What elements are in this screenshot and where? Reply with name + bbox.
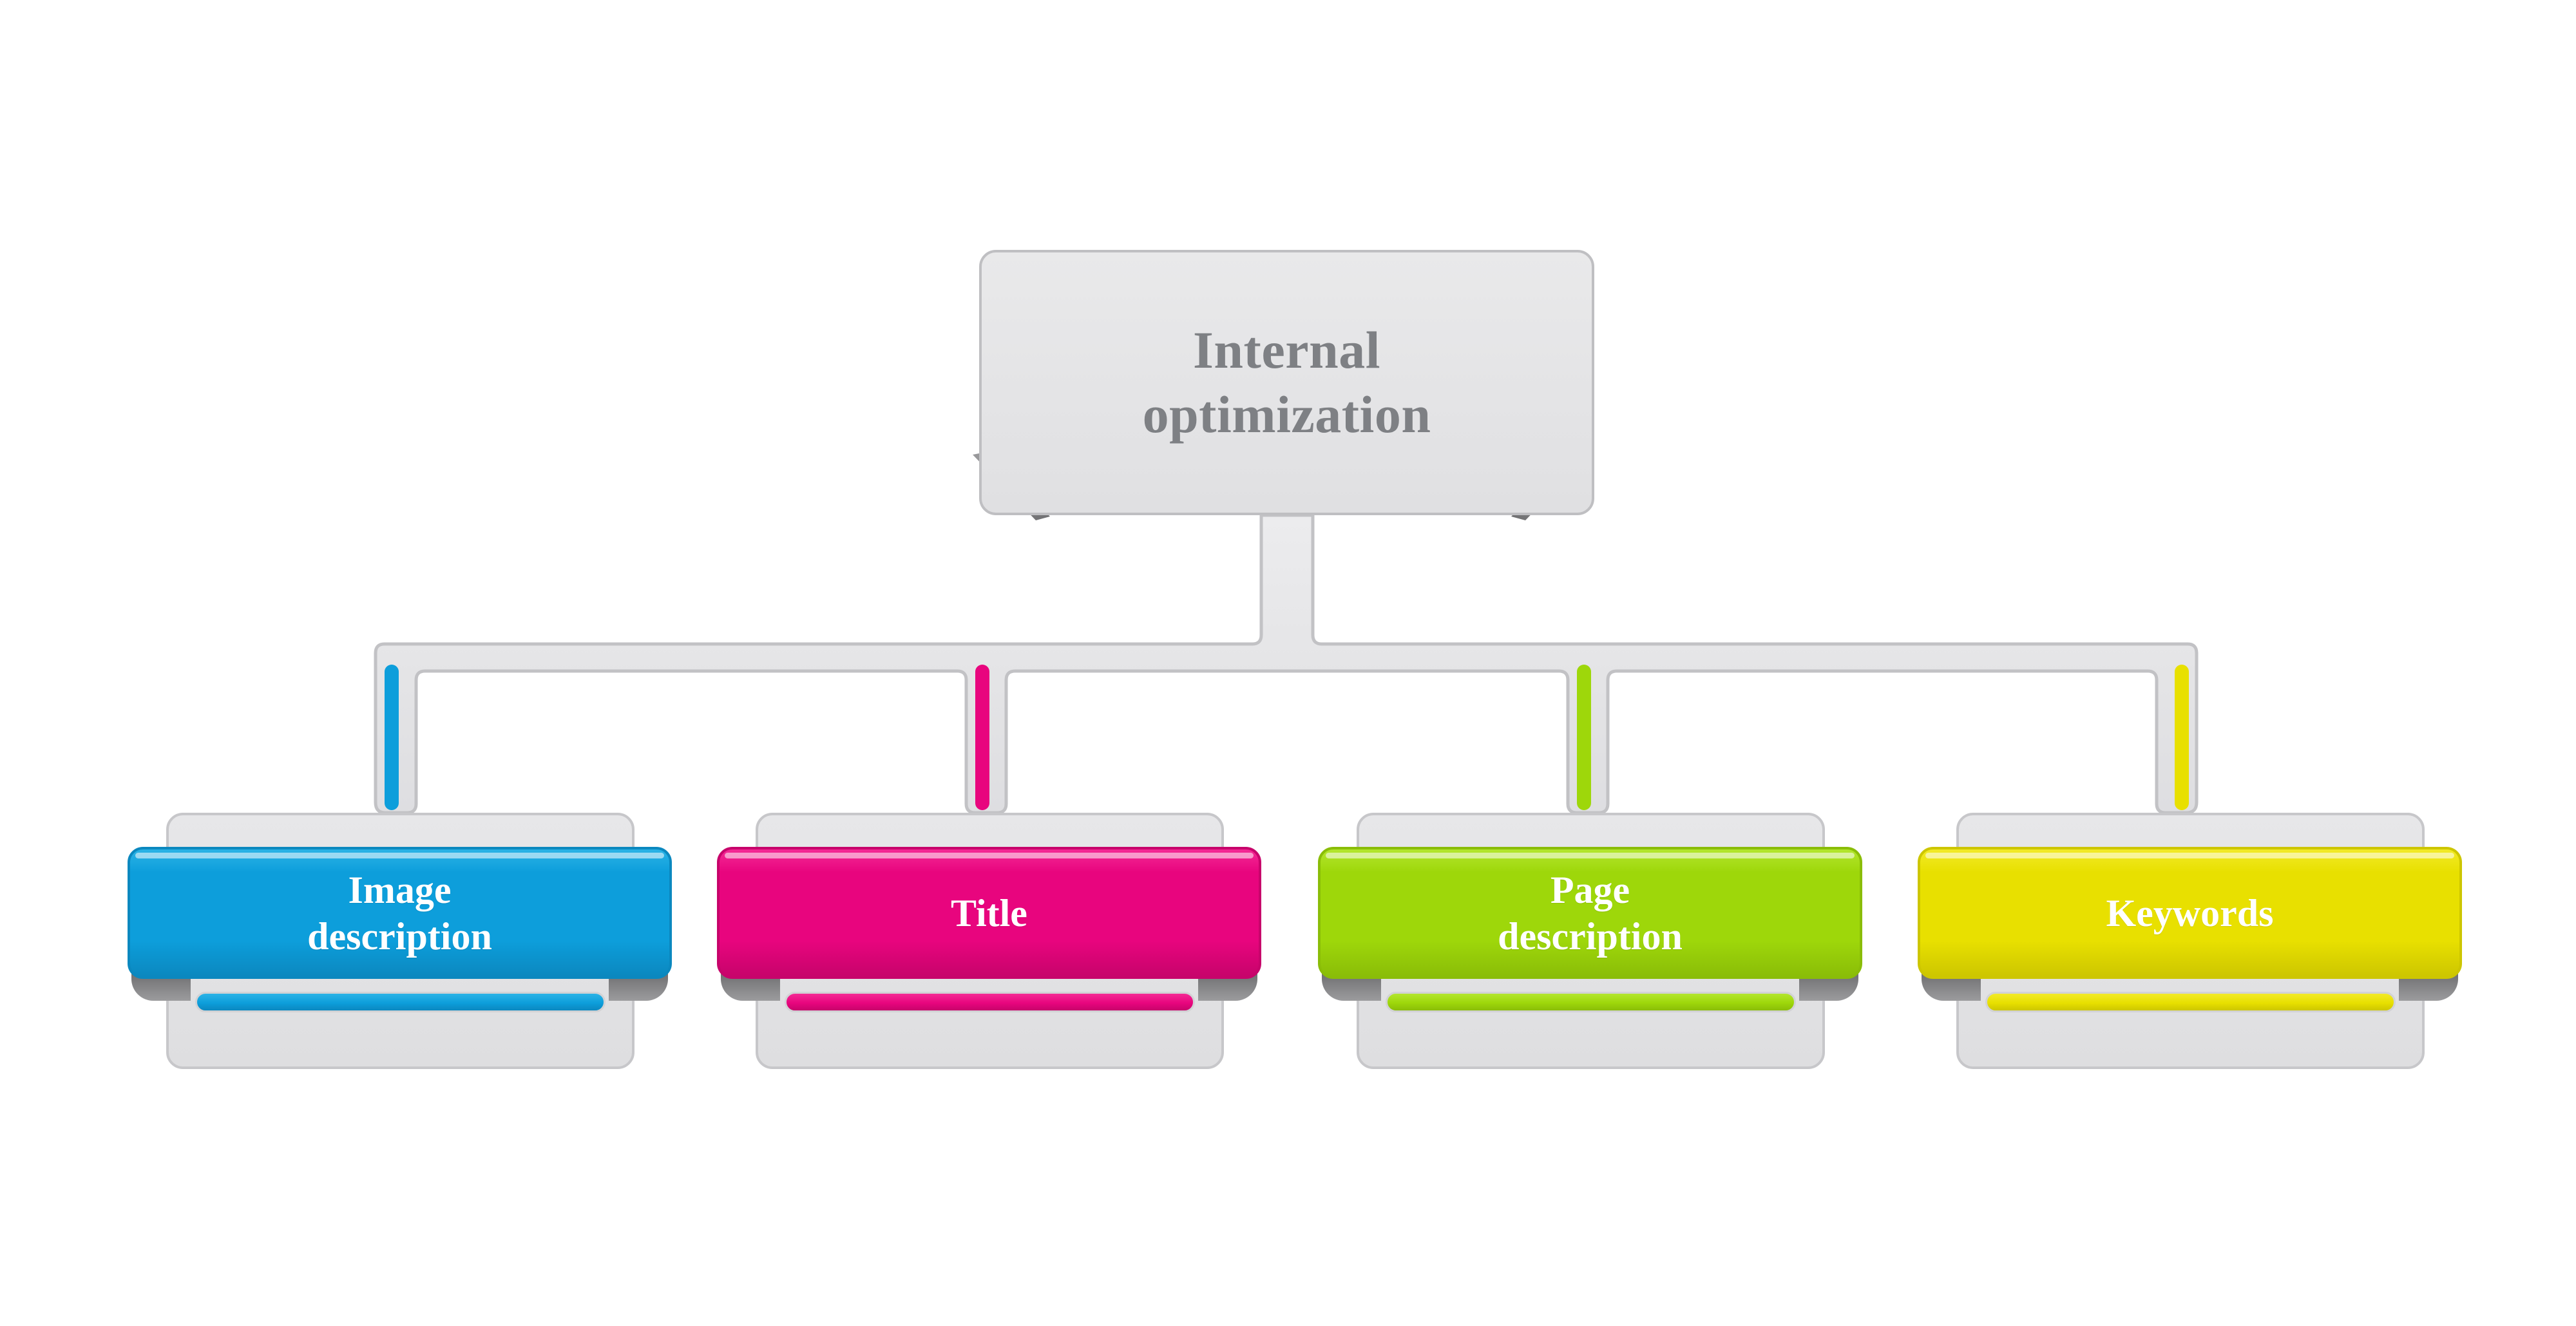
node-slot-bar [195,992,606,1012]
child-node-title[interactable]: Title [717,813,1261,1070]
connector-pill-page-description [1577,665,1591,810]
node-gloss-highlight [135,853,664,858]
node-color-panel: Title [717,847,1261,979]
child-node-label: Title [951,891,1027,934]
node-slot-bar [1386,992,1796,1012]
connector-pill-image-description [385,665,399,810]
child-node-keywords[interactable]: Keywords [1918,813,2462,1070]
connector-pill-title [975,665,989,810]
node-color-panel: Page description [1318,847,1862,979]
root-node-internal-optimization[interactable]: Internal optimization [979,250,1594,515]
child-node-label: Image description [307,868,492,958]
child-node-label: Page description [1498,868,1683,958]
child-node-page-description[interactable]: Page description [1318,813,1862,1070]
node-slot-bar [1985,992,2396,1012]
connector-pill-keywords [2175,665,2189,810]
node-color-panel: Keywords [1918,847,2462,979]
node-slot-bar [785,992,1195,1012]
connector-path [374,513,2199,815]
root-node-label: Internal optimization [1142,320,1431,444]
node-gloss-highlight [1326,853,1855,858]
node-color-panel: Image description [128,847,672,979]
child-node-image-description[interactable]: Image description [128,813,672,1070]
node-gloss-highlight [725,853,1254,858]
node-gloss-highlight [1925,853,2454,858]
child-node-label: Keywords [2106,891,2274,934]
connector-pills [385,665,2189,810]
